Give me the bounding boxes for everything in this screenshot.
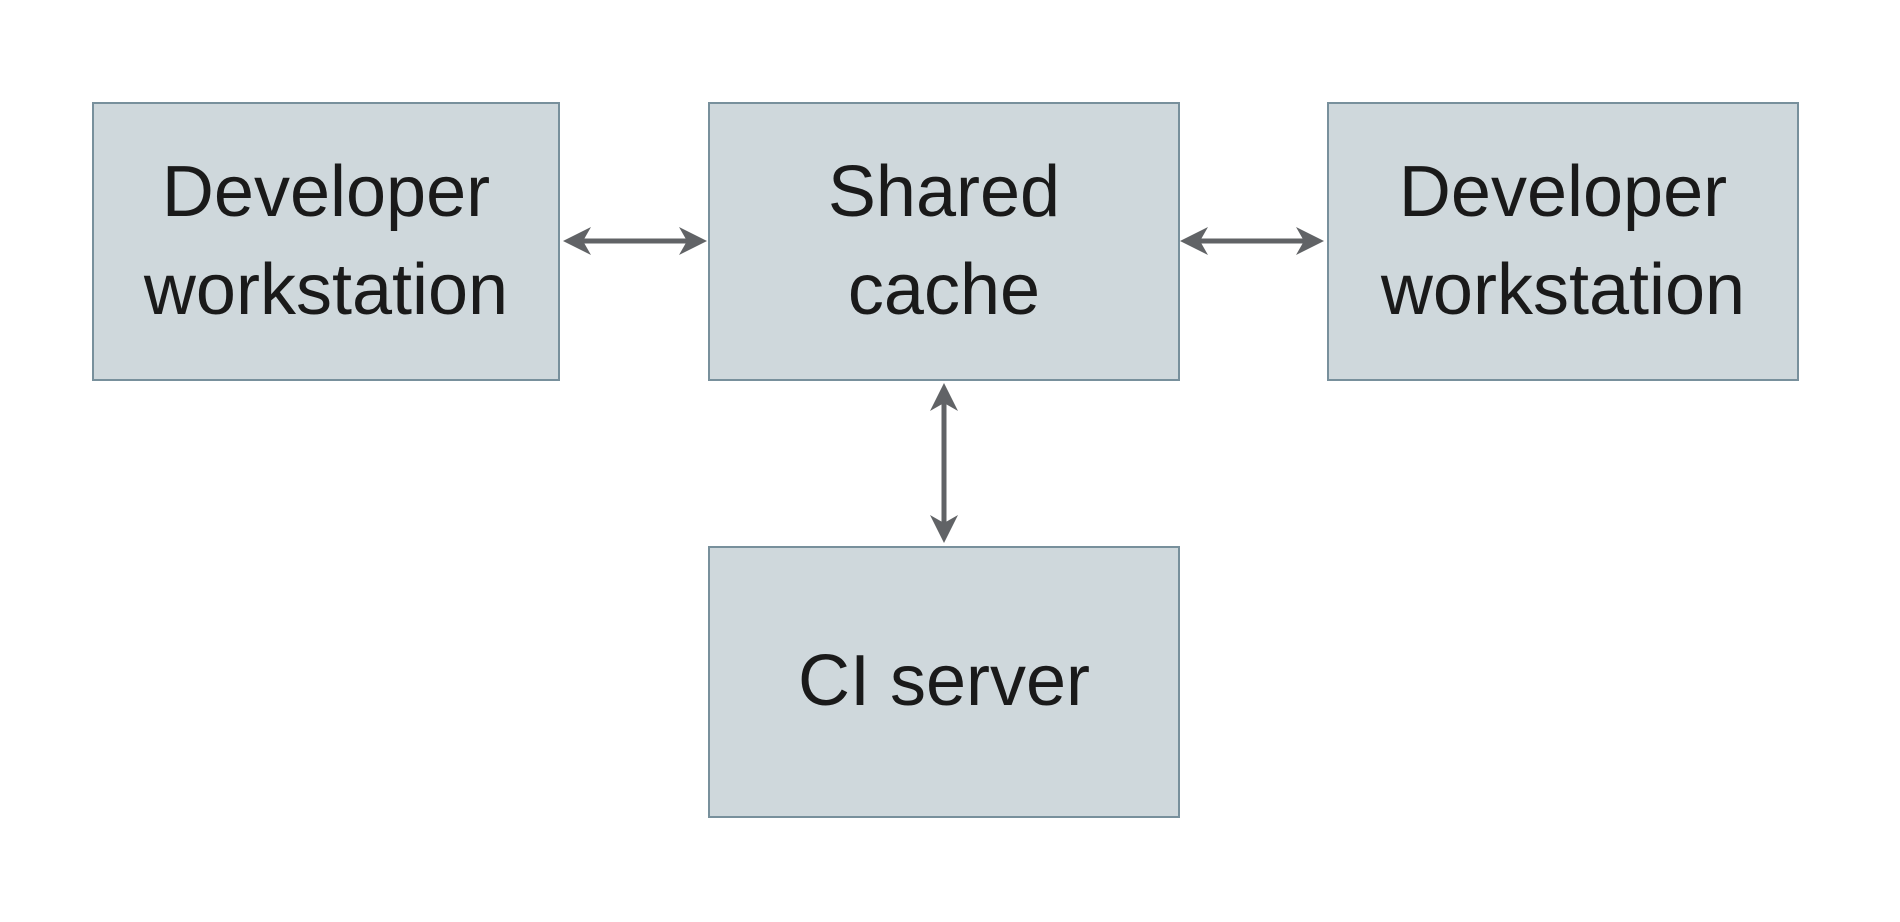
node-ci-server: CI server <box>708 546 1180 818</box>
arrow-devleft-cache-bidirectional-icon <box>563 227 707 255</box>
node-shared-cache: Shared cache <box>708 102 1180 381</box>
node-label-developer-workstation-left: Developer workstation <box>143 152 509 330</box>
arrow-cache-devright-bidirectional-icon <box>1180 227 1324 255</box>
arrow-cache-ciserver-bidirectional-icon <box>930 383 958 543</box>
node-label-shared-cache: Shared cache <box>827 152 1061 330</box>
node-label-developer-workstation-right: Developer workstation <box>1380 152 1746 330</box>
node-label-ci-server: CI server <box>797 641 1091 722</box>
node-developer-workstation-left: Developer workstation <box>92 102 560 381</box>
node-developer-workstation-right: Developer workstation <box>1327 102 1799 381</box>
